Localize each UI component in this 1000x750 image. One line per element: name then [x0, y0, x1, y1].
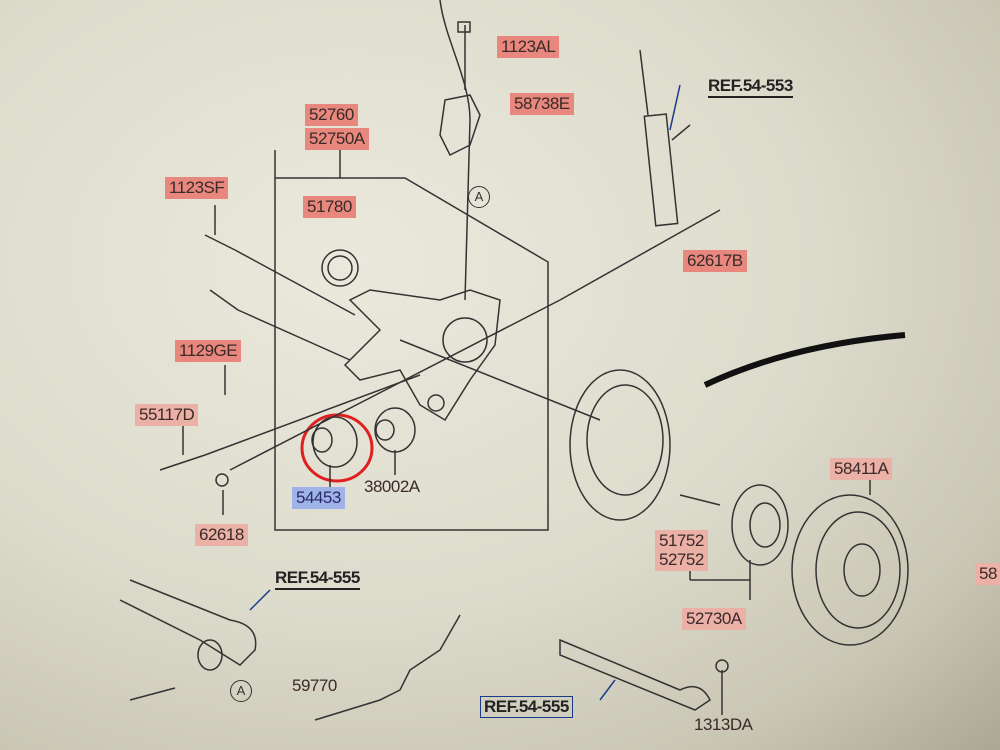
part-label-54453[interactable]: 54453	[292, 487, 345, 509]
marker-a-top: A	[468, 186, 490, 208]
part-label-1123SF[interactable]: 1123SF	[165, 177, 229, 199]
part-label-51752[interactable]: 51752	[655, 530, 708, 552]
ref-54-555-bottom[interactable]: REF.54-555	[480, 696, 573, 718]
bushing-38002A	[374, 407, 416, 453]
part-label-58-cut[interactable]: 58	[975, 563, 1000, 585]
shock-absorber	[643, 113, 679, 227]
part-label-58411A[interactable]: 58411A	[830, 458, 893, 480]
bushing-54453	[312, 416, 358, 468]
part-label-52750A[interactable]: 52750A	[305, 128, 369, 150]
lower-arm	[559, 638, 711, 711]
part-label-62618[interactable]: 62618	[195, 524, 248, 546]
sensor-58738E	[439, 94, 481, 157]
brake-backing-plate	[569, 369, 671, 521]
trailing-arm	[119, 579, 257, 666]
part-label-59770[interactable]: 59770	[292, 676, 337, 695]
knuckle-52760	[343, 289, 501, 422]
part-label-52760[interactable]: 52760	[305, 104, 358, 126]
part-label-1129GE[interactable]: 1129GE	[175, 340, 242, 362]
part-label-58738E[interactable]: 58738E	[510, 93, 574, 115]
part-label-38002A[interactable]: 38002A	[364, 477, 420, 496]
cable-59770	[314, 614, 461, 721]
marker-a-bottom: A	[230, 680, 252, 702]
ref-54-555-left[interactable]: REF.54-555	[275, 568, 360, 590]
annotation-circle	[300, 413, 374, 483]
part-label-62617B[interactable]: 62617B	[683, 250, 747, 272]
part-label-52730A[interactable]: 52730A	[682, 608, 746, 630]
part-label-1313DA[interactable]: 1313DA	[694, 715, 753, 734]
ref-54-553[interactable]: REF.54-553	[708, 76, 793, 98]
part-label-1123AL[interactable]: 1123AL	[497, 36, 560, 58]
wheel-hub	[731, 484, 789, 566]
part-label-52752[interactable]: 52752	[655, 549, 708, 571]
brake-drum	[791, 494, 909, 646]
assembly-bracket	[274, 150, 549, 531]
part-label-55117D[interactable]: 55117D	[135, 404, 199, 426]
parking-cable	[439, 0, 471, 301]
part-label-51780[interactable]: 51780	[303, 196, 356, 218]
